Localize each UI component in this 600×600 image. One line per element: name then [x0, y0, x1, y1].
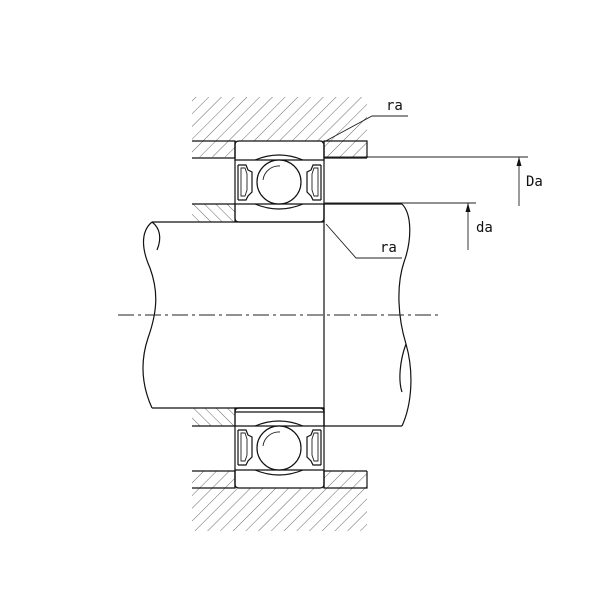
arrowhead-Da	[516, 157, 522, 166]
leader-ra-bottom: ra	[325, 223, 402, 259]
leader-ra-top: ra	[321, 98, 408, 144]
ball-bottom	[256, 425, 302, 471]
dimension-da: da	[324, 202, 493, 250]
ball-top	[256, 159, 302, 205]
bearing-section-top	[234, 140, 325, 223]
seal-left-bottom	[237, 429, 253, 466]
seal-right-top	[306, 164, 322, 201]
label-da: da	[476, 220, 493, 236]
label-ra-bottom: ra	[380, 240, 397, 256]
seal-left-top	[237, 164, 253, 201]
seal-right-bottom	[306, 429, 322, 466]
bearing-section-bottom	[234, 407, 325, 489]
shaft-shoulder-top	[192, 203, 235, 222]
shaft-shoulder-bottom	[192, 408, 235, 427]
arrowhead-da	[465, 203, 471, 212]
dimension-Da: Da	[324, 156, 543, 206]
label-ra-top: ra	[386, 98, 403, 114]
housing-top	[192, 97, 368, 159]
label-Da: Da	[526, 174, 543, 190]
housing-bottom	[192, 470, 368, 531]
